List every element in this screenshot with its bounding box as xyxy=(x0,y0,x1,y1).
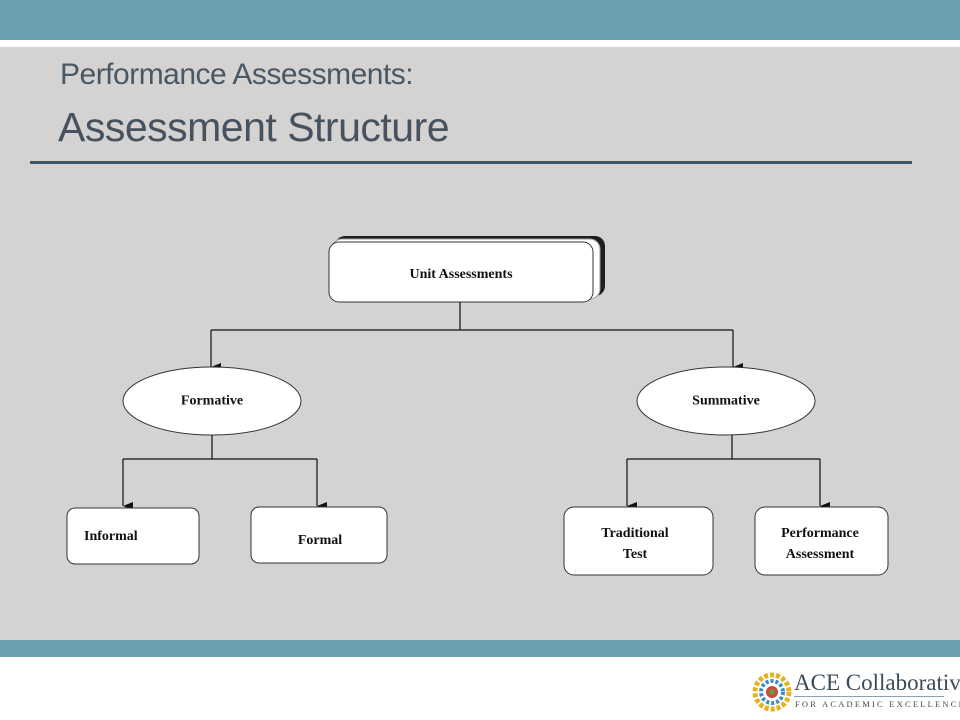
branch-label-summative: Summative xyxy=(692,394,760,409)
logo-divider xyxy=(794,696,944,697)
root-node-label: Unit Assessments xyxy=(409,267,513,282)
leaf-label-traditional-line1: Traditional xyxy=(601,526,669,541)
bottom-accent-band xyxy=(0,640,960,657)
logo-name: ACE Collaborative xyxy=(794,670,960,695)
summative-connectors xyxy=(626,435,830,510)
leaf-node-performance-assessment: Performance Assessment xyxy=(754,506,889,576)
root-connectors xyxy=(210,302,743,371)
slide-subtitle: Assessment Structure xyxy=(58,104,450,150)
top-accent-band xyxy=(0,0,960,40)
logo-tagline: FOR ACADEMIC EXCELLENCE xyxy=(795,699,960,709)
logo-emblem-icon xyxy=(752,672,792,712)
leaf-label-performance-line1: Performance xyxy=(781,526,859,541)
leaf-node-formal: Formal xyxy=(250,506,388,564)
footer xyxy=(0,657,960,720)
leaf-label-traditional-line2: Test xyxy=(623,547,648,562)
slide-title: Performance Assessments: xyxy=(60,58,414,91)
leaf-node-traditional-test: Traditional Test xyxy=(563,506,714,576)
formative-connectors xyxy=(122,435,327,510)
title-divider xyxy=(30,161,912,164)
leaf-label-performance-line2: Assessment xyxy=(786,547,855,562)
leaf-label-formal: Formal xyxy=(298,533,342,548)
leaf-label-informal: Informal xyxy=(84,529,138,544)
root-node-unit-assessments: Unit Assessments xyxy=(328,236,605,303)
branch-node-formative: Formative xyxy=(122,366,302,436)
ace-collaborative-logo: ACE Collaborative FOR ACADEMIC EXCELLENC… xyxy=(752,670,960,714)
branch-label-formative: Formative xyxy=(181,394,243,409)
branch-node-summative: Summative xyxy=(636,366,816,436)
leaf-node-informal: Informal xyxy=(66,507,200,565)
